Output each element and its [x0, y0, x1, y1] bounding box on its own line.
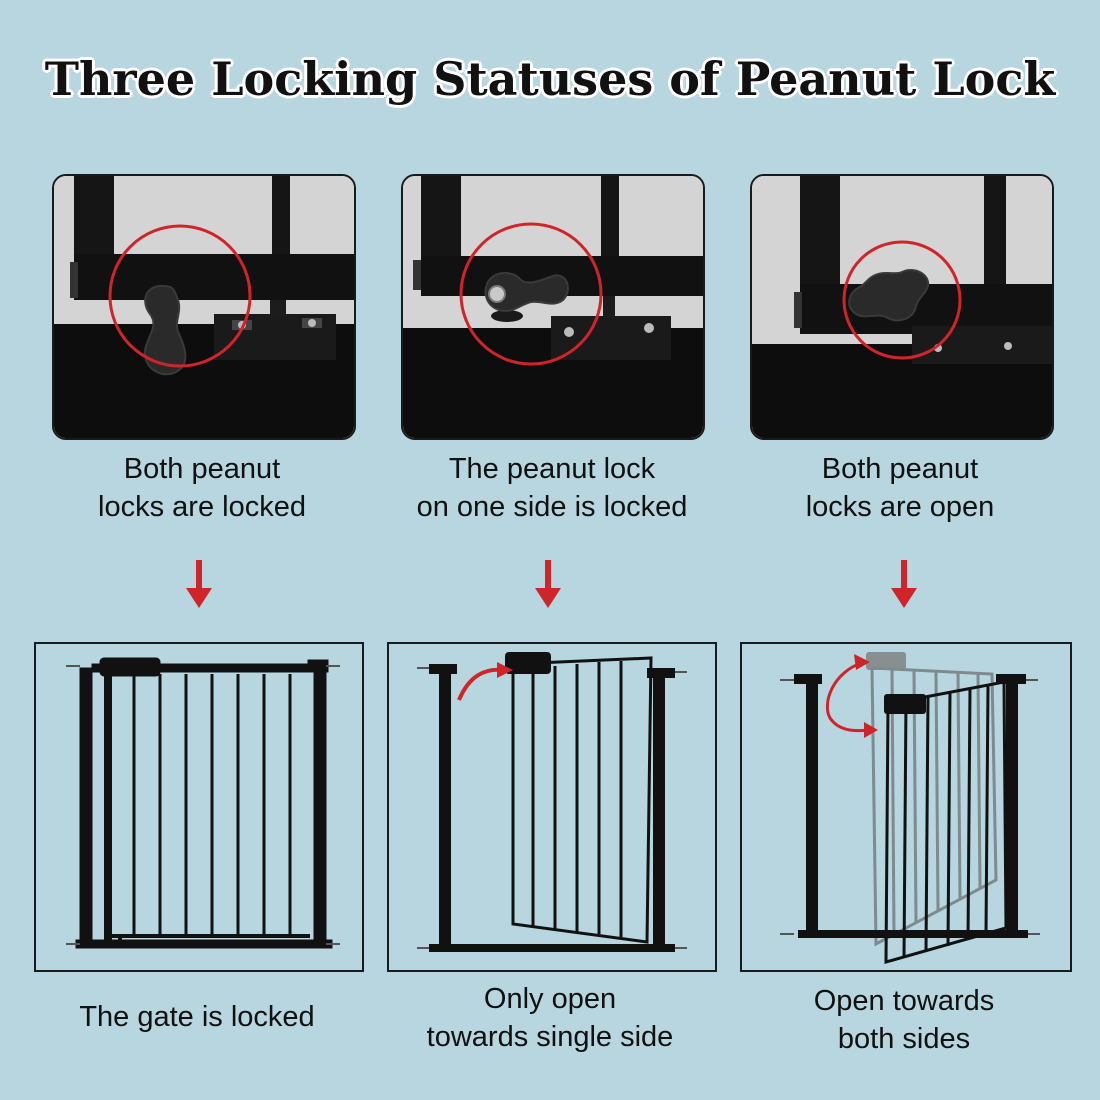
status-caption-1-line1: Both peanut: [123, 453, 281, 485]
status-caption-3-line1: Both peanut: [821, 453, 979, 485]
result-caption-2: Only open towards single side: [372, 980, 728, 1056]
gate-diagram-single-side: [387, 642, 717, 972]
result-caption-2-line2: towards single side: [426, 1021, 674, 1053]
lock-closeup-photo-one-side-locked: [401, 174, 705, 440]
status-caption-3: Both peanut locks are open: [750, 450, 1050, 526]
page-title: Three Locking Statuses of Peanut Lock: [44, 52, 1056, 106]
lock-closeup-photo-both-open: [750, 174, 1054, 440]
result-caption-3-line1: Open towards: [813, 985, 995, 1017]
status-caption-2: The peanut lock on one side is locked: [382, 450, 722, 526]
result-caption-3: Open towards both sides: [740, 982, 1068, 1058]
gate-diagram-locked: [34, 642, 364, 972]
status-caption-1: Both peanut locks are locked: [52, 450, 352, 526]
status-caption-2-line2: on one side is locked: [416, 491, 688, 523]
status-caption-3-line2: locks are open: [805, 491, 995, 523]
gate-diagram-both-sides: [740, 642, 1072, 972]
lock-closeup-photo-both-locked: [52, 174, 356, 440]
down-arrow-icon: [891, 560, 917, 608]
down-arrow-icon: [186, 560, 212, 608]
result-caption-1: The gate is locked: [34, 998, 360, 1036]
status-caption-2-line1: The peanut lock: [448, 453, 656, 485]
status-caption-1-line2: locks are locked: [98, 491, 306, 523]
result-caption-2-line1: Only open: [483, 983, 617, 1015]
result-caption-3-line2: both sides: [837, 1023, 971, 1055]
result-caption-1-line1: The gate is locked: [79, 1001, 315, 1033]
down-arrow-icon: [535, 560, 561, 608]
